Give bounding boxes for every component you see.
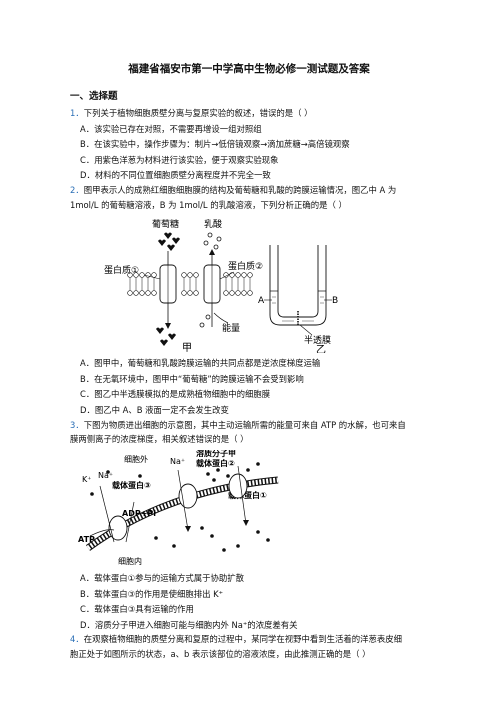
caption-yi: 乙 bbox=[316, 344, 326, 353]
label-atp: ATP bbox=[78, 535, 95, 544]
phospholipid-head bbox=[193, 290, 199, 296]
option-c: C．图乙中半透膜模拟的是成熟植物细胞中的细胞膜 bbox=[80, 389, 271, 400]
phospholipid-head bbox=[181, 272, 187, 278]
carrier-1-shape bbox=[228, 473, 248, 499]
question-number: 4． bbox=[70, 634, 84, 645]
phospholipid-head bbox=[235, 272, 241, 278]
option-d: D．溶质分子甲进入细胞可能与细胞内外 Na⁺的浓度差有关 bbox=[80, 619, 298, 630]
question-stem-continued: 胞正处于如图所示的状态，a、b 表示该部位的溶液浓度，由此推测正确的是（ ） bbox=[70, 648, 371, 659]
figure-jia: 葡萄糖 乳酸 bbox=[104, 218, 263, 353]
question-2: 2．图甲表示人的成熟红细胞细胞膜的结构及葡萄糖和乳酸的跨膜运输情况，图乙中 A … bbox=[70, 184, 428, 417]
figure-q2: 葡萄糖 乳酸 bbox=[70, 217, 428, 353]
glucose-molecules-bottom bbox=[156, 327, 176, 347]
phospholipid-head bbox=[247, 272, 253, 278]
question-stem-continued: 1mol/L 的葡萄糖溶液，B 为 1mol/L 的乳酸溶液，下列分析正确的是（… bbox=[70, 199, 347, 210]
phospholipid-head bbox=[139, 290, 145, 296]
figure-q3: 细胞外 细胞内 K⁺ Na⁺ Na⁺ 载体蛋白③ 溶质分子甲 载体蛋白② 载体蛋… bbox=[70, 450, 428, 568]
option-c: C．载体蛋白③具有运输的作用 bbox=[80, 604, 194, 615]
phospholipids bbox=[127, 272, 253, 296]
label-glucose: 葡萄糖 bbox=[152, 218, 179, 230]
label-na-left: Na⁺ bbox=[98, 471, 113, 480]
label-adp: ADP+Pi bbox=[122, 509, 156, 518]
label-a: A bbox=[258, 296, 265, 306]
label-inside: 细胞内 bbox=[118, 556, 142, 566]
solution bbox=[272, 297, 324, 322]
phospholipid-head bbox=[145, 290, 151, 296]
label-protein-2: 蛋白质② bbox=[228, 260, 263, 272]
phospholipid-head bbox=[139, 272, 145, 278]
phospholipid-head bbox=[187, 272, 193, 278]
question-stem-continued: 膜两侧离子的浓度梯度，相关叙述错误的是（ ） bbox=[70, 434, 249, 445]
label-energy: 能量 bbox=[222, 322, 240, 334]
question-3: 3．下图为物质进出细胞的示意图，其中主动运输所需的能量可来自 ATP 的水解，也… bbox=[70, 419, 428, 632]
question-number: 3． bbox=[70, 419, 84, 430]
phospholipid-head bbox=[241, 290, 247, 296]
label-lactate: 乳酸 bbox=[204, 218, 222, 230]
question-stem: 下列关于植物细胞质壁分离与复原实验的叙述，错误的是（ ） bbox=[83, 108, 313, 118]
molecules bbox=[90, 462, 270, 552]
lactate-molecules bbox=[203, 232, 222, 250]
question-4: 4．在观察植物细胞的质壁分离和复原的过程中，某同学在视野中看到生活着的洋葱表皮细… bbox=[70, 633, 428, 660]
label-na-right: Na⁺ bbox=[170, 457, 185, 466]
phospholipid-head bbox=[151, 290, 157, 296]
phospholipid-head bbox=[127, 290, 133, 296]
label-outside: 细胞外 bbox=[124, 454, 148, 464]
phospholipid-head bbox=[223, 290, 229, 296]
option-d: D．图乙中 A、B 液面一定不会发生改变 bbox=[80, 405, 229, 416]
carrier-3-shape bbox=[108, 515, 128, 541]
label-protein-1: 蛋白质① bbox=[104, 264, 139, 276]
phospholipid-head bbox=[181, 290, 187, 296]
label-molecule: 溶质分子甲 bbox=[196, 450, 236, 458]
label-carrier-1: 载体蛋白① bbox=[228, 490, 267, 500]
glucose-molecules-top bbox=[158, 232, 180, 252]
option-b: B．在该实验中，操作步骤为：制片→低倍镜观察→滴加蔗糖→高倍镜观察 bbox=[80, 139, 350, 150]
question-1: 1．下列关于植物细胞质壁分离与复原实验的叙述，错误的是（ ） A．该实验已存在对… bbox=[70, 107, 428, 182]
lactate-molecules-bottom bbox=[199, 314, 211, 328]
phospholipid-head bbox=[187, 290, 193, 296]
question-number: 2． bbox=[70, 185, 84, 196]
option-d: D．材料的不同位置细胞质壁分离程度并不完全一致 bbox=[80, 170, 271, 181]
question-stem: 在观察植物细胞的质壁分离和复原的过程中，某同学在视野中看到生活着的洋葱表皮细 bbox=[83, 634, 402, 645]
phospholipid-head bbox=[229, 290, 235, 296]
option-a: A．图甲中，葡萄糖和乳酸跨膜运输的共同点都是逆浓度梯度运输 bbox=[80, 358, 321, 369]
figure-yi: A B 半透膜 乙 bbox=[258, 245, 338, 353]
option-a: A．该实验已存在对照，不需要再增设一组对照组 bbox=[80, 123, 262, 134]
question-stem: 图甲表示人的成熟红细胞细胞膜的结构及葡萄糖和乳酸的跨膜运输情况，图乙中 A 为 bbox=[83, 185, 397, 196]
label-membrane: 半透膜 bbox=[304, 334, 331, 346]
phospholipid-head bbox=[193, 272, 199, 278]
phospholipid-head bbox=[133, 272, 139, 278]
document-title: 福建省福安市第一中学高中生物必修一测试题及答案 bbox=[128, 63, 370, 75]
phospholipid-head bbox=[127, 272, 133, 278]
option-a: A．载体蛋白①参与的运输方式属于协助扩散 bbox=[80, 572, 244, 583]
phospholipid-head bbox=[235, 290, 241, 296]
phospholipid-head bbox=[241, 272, 247, 278]
transport-diagram: 细胞外 细胞内 K⁺ Na⁺ Na⁺ 载体蛋白③ 溶质分子甲 载体蛋白② 载体蛋… bbox=[78, 450, 279, 566]
phospholipid-head bbox=[151, 272, 157, 278]
phospholipid-head bbox=[247, 290, 253, 296]
phospholipid-head bbox=[133, 290, 139, 296]
option-b: B．在无氧环境中，图甲中“葡萄糖”的跨膜运输不会受到影响 bbox=[80, 373, 304, 384]
option-c: C．用紫色洋葱为材料进行该实验，便于观察实验现象 bbox=[80, 154, 279, 165]
label-k: K⁺ bbox=[82, 475, 91, 484]
carrier-2-shape bbox=[178, 483, 198, 509]
label-carrier-2: 载体蛋白② bbox=[196, 458, 235, 468]
label-carrier-3: 载体蛋白③ bbox=[112, 480, 151, 490]
caption-jia: 甲 bbox=[182, 343, 192, 353]
question-number: 1． bbox=[70, 108, 84, 118]
label-b: B bbox=[332, 296, 338, 306]
section-title: 一、选择题 bbox=[70, 90, 118, 102]
question-stem: 下图为物质进出细胞的示意图，其中主动运输所需的能量可来自 ATP 的水解，也可来… bbox=[83, 419, 406, 430]
option-b: B．载体蛋白③的作用是使细胞排出 K⁺ bbox=[80, 588, 224, 599]
